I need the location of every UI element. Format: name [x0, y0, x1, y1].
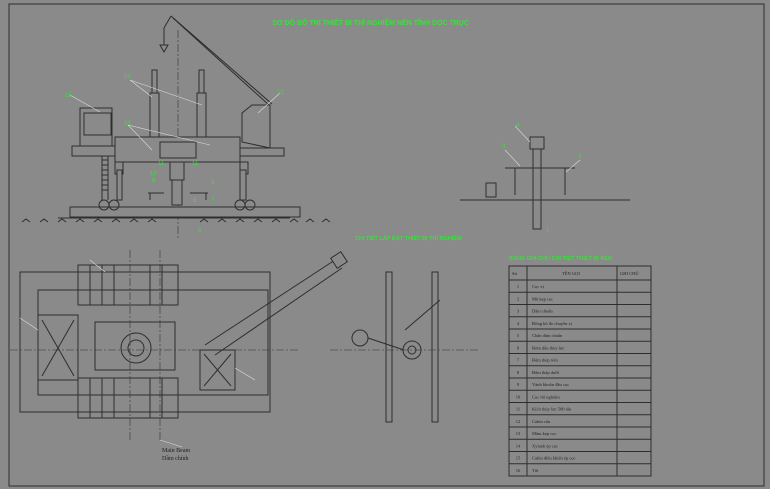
table-row-number: 10 [516, 394, 521, 399]
table-row-number: 4 [517, 321, 520, 326]
header-note: GHI CHÚ [620, 271, 639, 276]
table-row-number: 9 [517, 382, 520, 387]
table-row-name: Cọc vị [532, 284, 545, 289]
control-cabin [79, 107, 113, 147]
table-row-name: Đồng hồ đo chuyển vị [532, 321, 573, 326]
main-beam-label-vi: Dầm chính [162, 455, 189, 462]
plan-view: Main Beam Dầm chính [10, 250, 348, 462]
callout-7: 7 [211, 197, 215, 203]
table-row-name: Kích thủy lực 500 tấn [532, 407, 572, 412]
callout-12: 12 [277, 90, 284, 96]
table-row-number: 14 [516, 443, 521, 448]
callout-11a: 11 [158, 161, 165, 167]
crane-boom-plan [204, 259, 343, 356]
elevation-view: 15 14 12 13 11 11 10 8 9 7 6 5 [21, 15, 331, 240]
main-beam-label-en: Main Beam [162, 448, 190, 454]
callout-5: 5 [198, 228, 202, 234]
callout-9: 9 [211, 180, 215, 186]
callout-10: 10 [150, 171, 157, 177]
callout-8: 8 [152, 178, 156, 184]
table-row-number: 15 [516, 456, 521, 461]
table-row-number: 2 [517, 296, 519, 301]
callout-11b: 11 [192, 161, 199, 167]
table-row-name: Mũ kẹp cọc [532, 296, 553, 301]
table-row-name: Đệm thép trên [532, 358, 558, 363]
callout-4: 4 [516, 123, 520, 129]
drawing-title: SƠ ĐỒ BỐ TRÍ THIẾT BỊ THÍ NGHIỆM NÉN TĨN… [272, 17, 469, 27]
table-row-number: 5 [517, 333, 520, 338]
table-row-name: Dầm chuẩn [532, 309, 553, 314]
table-row-name: Xylanh ép cọc [532, 443, 558, 448]
drawing-border [8, 3, 765, 487]
callout-1: 1 [546, 228, 550, 234]
table-row-name: Đệm thép dưới [532, 370, 560, 375]
callout-14: 14 [124, 74, 131, 80]
table-row-name: Tời [532, 468, 539, 473]
table-row-number: 11 [516, 407, 520, 412]
callout-15: 15 [65, 93, 72, 99]
crane-cabin [241, 104, 271, 149]
callout-2: 2 [578, 154, 582, 160]
table-row-number: 6 [517, 345, 520, 350]
table-row-number: 16 [516, 468, 521, 473]
table-row-name: Cabin điều khiển ép cọc [532, 456, 576, 461]
pile-clamp-ring [120, 332, 152, 364]
table-row-name: Chân dầm chuẩn [532, 333, 563, 338]
table-row-number: 12 [516, 419, 521, 424]
legend-table: Stt TÊN GỌI GHI CHÚ 1 Cọc vị 2 Mũ kẹp cọc 3 D… [508, 265, 652, 477]
detail-view: 4 3 2 1 [460, 123, 630, 234]
table-row-name: Cabin cẩu [532, 419, 551, 424]
table-title: BẢNG GHI CHÚ CHI TIẾT THIẾT BỊ NÉN [509, 254, 612, 262]
table-row-name: Bơm dầu thủy lực [532, 345, 564, 350]
detail-title: CHI TIẾT LẮP ĐẶT THIẾT BỊ THÍ NGHIỆM [355, 234, 462, 242]
table-row-name: Vành khuôn đầu cọc [532, 382, 569, 387]
callout-13: 13 [124, 121, 131, 127]
detail-plan [330, 271, 480, 423]
header-name: TÊN GỌI [562, 271, 580, 276]
table-row-name: Mâm kẹp cọc [532, 431, 557, 436]
table-row-number: 7 [517, 358, 520, 363]
table-row-number: 1 [517, 284, 519, 289]
table-row-number: 8 [517, 370, 520, 375]
table-row-number: 13 [516, 431, 521, 436]
callout-3: 3 [502, 144, 506, 150]
table-row-name: Cọc thí nghiệm [532, 394, 560, 399]
table-row-number: 3 [517, 309, 520, 314]
callout-6: 6 [193, 198, 197, 204]
header-stt: Stt [512, 271, 518, 276]
